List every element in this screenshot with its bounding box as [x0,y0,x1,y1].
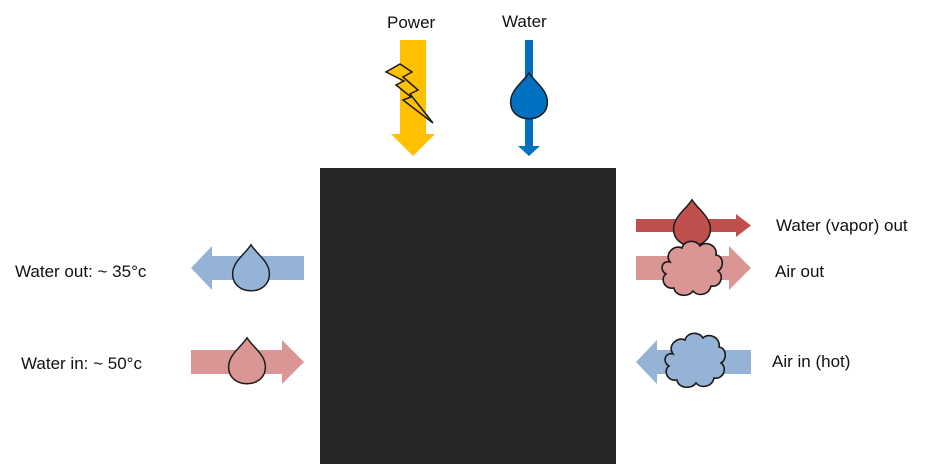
water-vapor-out-label: Water (vapor) out [776,216,908,235]
water-in-label: Water in: ~ 50°c [21,354,142,373]
power-label: Power [387,13,436,32]
water-out-drop-icon [231,244,271,292]
unit-box [320,168,616,464]
air-in-label: Air in (hot) [772,352,851,371]
water-label: Water [502,12,547,31]
water-drop-icon [509,72,549,120]
water-in-drop-icon [227,337,267,385]
water-out-label: Water out: ~ 35°c [15,262,147,281]
lightning-bolt-icon [384,63,434,124]
air-out-label: Air out [775,262,825,281]
air-out-cloud-icon [661,240,724,297]
air-in-cloud-icon [664,332,727,389]
vapor-out-drop-icon [672,199,712,247]
